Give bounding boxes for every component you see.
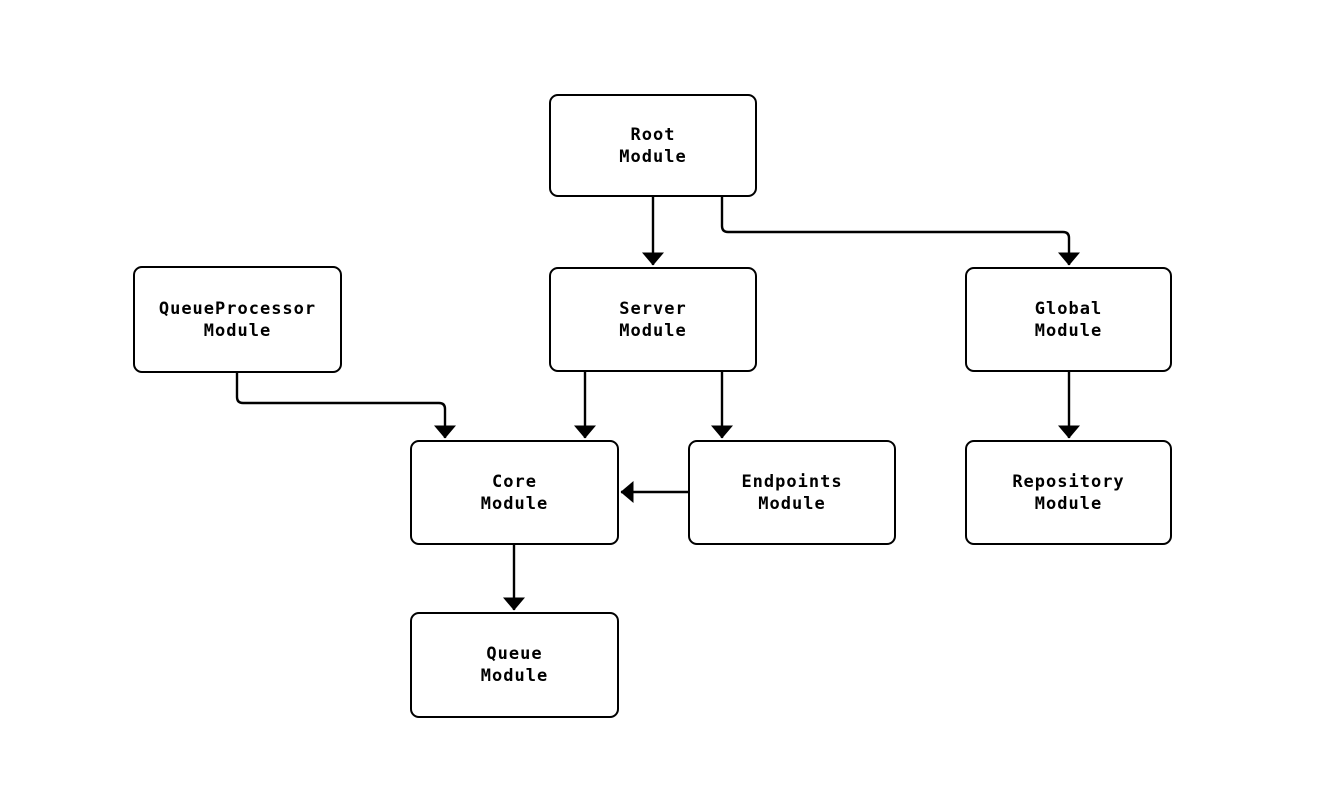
node-global: Global Module: [965, 267, 1172, 372]
node-queue: Queue Module: [410, 612, 619, 718]
node-label-endpoints: Endpoints Module: [741, 471, 843, 514]
node-label-global: Global Module: [1034, 298, 1103, 341]
node-core: Core Module: [410, 440, 619, 545]
node-label-queueprocessor: QueueProcessor Module: [158, 298, 317, 341]
edges-group: [235, 197, 1080, 611]
node-endpoints: Endpoints Module: [688, 440, 896, 545]
node-repository: Repository Module: [965, 440, 1172, 545]
node-label-core: Core Module: [480, 471, 549, 514]
edge-root-to-global: [720, 197, 1080, 266]
node-root: Root Module: [549, 94, 757, 197]
node-label-server: Server Module: [619, 298, 687, 341]
node-label-root: Root Module: [619, 124, 687, 167]
node-server: Server Module: [549, 267, 757, 372]
node-label-repository: Repository Module: [1012, 471, 1125, 514]
node-label-queue: Queue Module: [480, 644, 549, 686]
edge-queueprocessor-to-core: [235, 373, 456, 439]
node-queueprocessor: QueueProcessor Module: [133, 266, 342, 373]
